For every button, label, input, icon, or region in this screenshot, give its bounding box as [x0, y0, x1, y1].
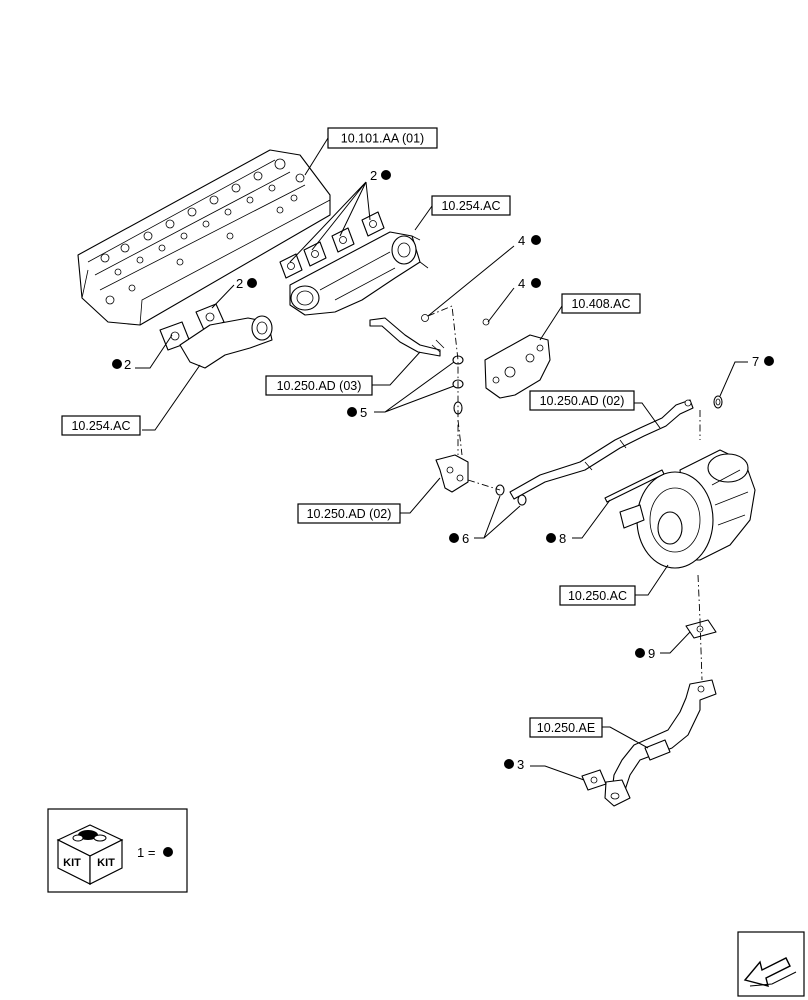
callout-4-mid: 4 [518, 276, 541, 291]
kit-word-right: KIT [97, 857, 115, 869]
exhaust-gaskets [279, 211, 385, 279]
assembly-centerlines [427, 305, 703, 681]
callout-2-top: 2 [370, 168, 391, 183]
callout-5: 5 [347, 405, 367, 420]
gasket-9 [685, 619, 717, 639]
callout-2-left-number: 2 [124, 357, 131, 372]
oil-return-pipe-drawing [509, 399, 694, 500]
cylinder-head-drawing [77, 149, 331, 326]
callout-4-top-number: 4 [518, 233, 525, 248]
filled-circle-marker-icon [546, 533, 556, 543]
ref-turbocharger-label: 10.250.AC [568, 589, 627, 603]
filled-circle-marker-icon [764, 356, 774, 366]
filled-circle-marker-icon [531, 278, 541, 288]
kit-word-left: KIT [63, 857, 81, 869]
turbocharger-drawing [619, 449, 756, 569]
ref-oil-feed-pipe-03-label: 10.250.AD (03) [277, 379, 362, 393]
filled-circle-marker-icon [112, 359, 122, 369]
kit-legend: KIT KIT 1 = [47, 808, 188, 893]
callout-3: 3 [504, 757, 524, 772]
exhaust-manifold-drawing [289, 231, 429, 316]
leader-lines [135, 137, 748, 781]
drain-pipe-drawing [604, 679, 717, 807]
ref-drain-pipe[interactable]: 10.250.AE [529, 717, 603, 738]
ref-oil-return-pipe-02[interactable]: 10.250.AD (02) [529, 390, 635, 411]
gasket-3 [581, 769, 607, 791]
kit-box-icon: KIT KIT [56, 824, 124, 885]
rod-8 [604, 469, 665, 503]
callout-2-left: 2 [112, 357, 131, 372]
ref-drain-pipe-label: 10.250.AE [537, 721, 595, 735]
filled-circle-marker-icon [163, 847, 173, 857]
callout-6: 6 [449, 531, 469, 546]
ref-intake-elbow-label: 10.254.AC [71, 419, 130, 433]
ref-cylinder-head[interactable]: 10.101.AA (01) [327, 127, 438, 149]
ref-cylinder-head-label: 10.101.AA (01) [341, 132, 424, 146]
callout-4-mid-number: 4 [518, 276, 525, 291]
filled-circle-marker-icon [347, 407, 357, 417]
ref-intake-elbow[interactable]: 10.254.AC [61, 415, 141, 436]
seal-7 [713, 395, 723, 409]
kit-legend-equation: 1 = [137, 845, 155, 860]
oil-feed-pipe-drawing [369, 314, 445, 357]
callout-2-top-number: 2 [370, 168, 377, 183]
callout-2-mid-number: 2 [236, 276, 243, 291]
callout-8: 8 [546, 531, 566, 546]
ref-bracket-02-label: 10.250.AD (02) [307, 507, 392, 521]
egr-module-drawing [482, 318, 551, 399]
filled-circle-marker-icon [247, 278, 257, 288]
callout-7: 7 [752, 354, 774, 369]
next-page-arrow-icon[interactable] [737, 931, 805, 997]
filled-circle-marker-icon [449, 533, 459, 543]
filled-circle-marker-icon [531, 235, 541, 245]
callout-4-top: 4 [518, 233, 541, 248]
filled-circle-marker-icon [504, 759, 514, 769]
cylinder-head-holes [100, 158, 305, 305]
callout-7-number: 7 [752, 354, 759, 369]
ref-egr-module-label: 10.408.AC [571, 297, 630, 311]
filled-circle-marker-icon [635, 648, 645, 658]
ref-bracket-02[interactable]: 10.250.AD (02) [297, 503, 401, 524]
callout-9: 9 [635, 646, 655, 661]
filled-circle-marker-icon [381, 170, 391, 180]
ref-exhaust-manifold[interactable]: 10.254.AC [431, 195, 511, 216]
intake-elbow-drawing [179, 315, 273, 369]
ref-oil-return-pipe-02-label: 10.250.AD (02) [540, 394, 625, 408]
ref-egr-module[interactable]: 10.408.AC [561, 293, 641, 314]
bracket-drawing [435, 454, 469, 493]
ref-turbocharger[interactable]: 10.250.AC [559, 585, 636, 606]
ref-oil-feed-pipe-03[interactable]: 10.250.AD (03) [265, 375, 373, 396]
callout-6-number: 6 [462, 531, 469, 546]
callout-9-number: 9 [648, 646, 655, 661]
callout-8-number: 8 [559, 531, 566, 546]
ref-exhaust-manifold-label: 10.254.AC [441, 199, 500, 213]
callout-5-number: 5 [360, 405, 367, 420]
callout-2-mid: 2 [236, 276, 257, 291]
callout-3-number: 3 [517, 757, 524, 772]
